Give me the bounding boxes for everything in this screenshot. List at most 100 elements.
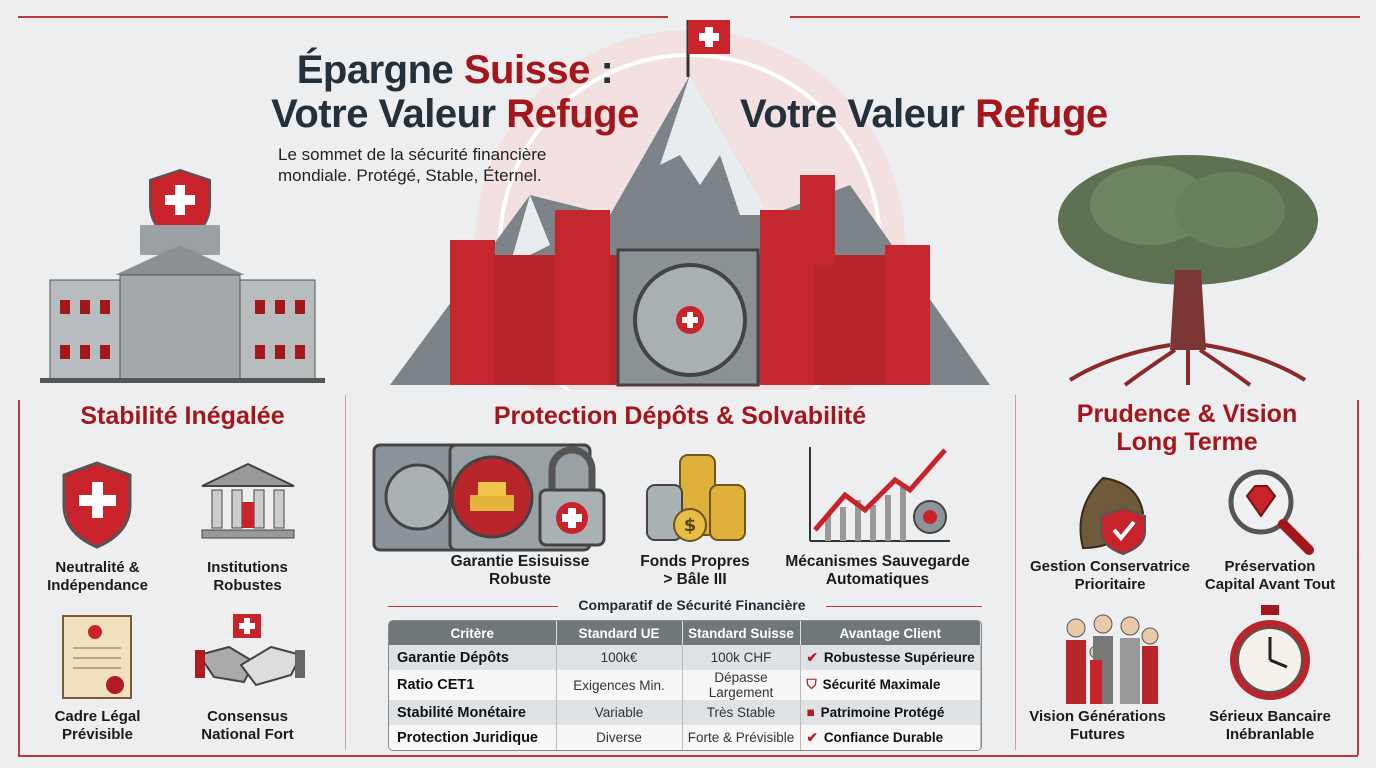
col-header: Standard Suisse <box>682 621 801 645</box>
cell: Garantie Dépôts <box>389 645 557 670</box>
cell: ⛉ Sécurité Maximale <box>800 670 981 700</box>
clock-icon <box>1230 605 1310 700</box>
item-label: Sérieux Bancaire <box>1209 708 1331 725</box>
item-own-funds: Fonds Propres> Bâle III <box>615 553 775 589</box>
frame-bottom <box>18 755 1358 757</box>
shield-cross-icon <box>62 461 132 549</box>
cell: Forte & Prévisible <box>682 725 801 750</box>
item-label: Indépendance <box>47 577 148 594</box>
cell: Variable <box>556 700 683 725</box>
cell-text: Robustesse Supérieure <box>823 649 975 665</box>
item-label: Mécanismes Sauvegarde <box>785 553 970 570</box>
item-label: Prioritaire <box>1074 576 1146 593</box>
col-header: Standard UE <box>556 621 683 645</box>
col-header: Avantage Client <box>800 621 981 645</box>
mountain-fortress-illustration <box>390 20 990 390</box>
oak-tree-illustration <box>1058 155 1318 387</box>
cell: Ratio CET1 <box>389 670 557 700</box>
cell-text: Patrimoine Protégé <box>820 705 945 720</box>
title-text: : <box>589 48 614 92</box>
title-text: Votre Valeur <box>271 92 507 136</box>
cell: Très Stable <box>682 700 801 725</box>
frame-top-left <box>18 16 668 18</box>
cell: ✔ Confiance Durable <box>800 725 981 750</box>
shield-check-icon: ⛉ <box>806 677 817 692</box>
cell-text: Confiance Durable <box>823 729 944 745</box>
table-title-line-left <box>388 606 558 607</box>
section-heading-stability: Stabilité Inégalée <box>80 402 285 430</box>
cell: Exigences Min. <box>556 670 683 700</box>
cell: Stabilité Monétaire <box>389 700 557 725</box>
svg-text:$: $ <box>684 515 697 536</box>
frame-top-right <box>790 16 1360 18</box>
lock-icon: ■ <box>806 705 815 720</box>
title-text: Épargne <box>296 48 464 92</box>
comparison-table: Critère Standard UE Standard Suisse Avan… <box>388 620 982 751</box>
scroll-icon <box>62 615 132 699</box>
heading-line: Long Terme <box>1116 428 1258 456</box>
item-label: Futures <box>1069 726 1125 743</box>
item-label: Robuste <box>489 571 551 588</box>
handshake-icon <box>195 614 305 687</box>
item-neutrality: Neutralité &Indépendance <box>25 559 170 595</box>
bank-building-icon <box>201 462 295 539</box>
table-title-line-right <box>826 606 982 607</box>
cell: 100k CHF <box>682 645 801 670</box>
check-icon: ✔ <box>806 729 818 745</box>
vault-icon <box>372 443 606 552</box>
item-label: Préservation <box>1224 558 1316 575</box>
cell: 100k€ <box>556 645 683 670</box>
col-header: Critère <box>389 621 557 645</box>
item-label: Vision Générations <box>1029 708 1166 725</box>
table-title: Comparatif de Sécurité Financière <box>578 597 806 613</box>
item-label: Automatiques <box>825 571 930 588</box>
frame-left <box>18 400 20 755</box>
cell: Dépasse Largement <box>682 670 801 700</box>
cell: ■ Patrimoine Protégé <box>800 700 981 725</box>
cell: Diverse <box>556 725 683 750</box>
item-label: Fonds Propres <box>640 553 750 570</box>
heading-line: Prudence & Vision <box>1076 400 1298 428</box>
subtitle-line: Le sommet de la sécurité financière <box>278 145 547 164</box>
item-label: Neutralité & <box>55 559 140 576</box>
item-label: Gestion Conservatrice <box>1029 558 1191 575</box>
divider-left <box>345 395 346 750</box>
item-label: Robustes <box>213 577 282 594</box>
page-title: Épargne Suisse : Votre Valeur Refuge <box>255 48 655 136</box>
federal-palace-illustration <box>40 168 325 383</box>
item-label: > Bâle III <box>663 571 727 588</box>
frame-right <box>1357 400 1359 755</box>
subtitle-line: mondiale. Protégé, Stable, Éternel. <box>278 166 542 185</box>
title-text: Votre Valeur <box>740 92 976 136</box>
item-label: Institutions <box>207 559 288 576</box>
check-icon: ✔ <box>806 649 818 665</box>
item-label: National Fort <box>201 726 294 743</box>
cell-text: Sécurité Maximale <box>822 677 941 692</box>
item-label: Garantie Esisuisse <box>450 553 590 570</box>
title-duplicate: Votre Valeur Refuge <box>740 92 1108 136</box>
table-header-row: Critère Standard UE Standard Suisse Avan… <box>389 621 981 645</box>
section-heading-protection: Protection Dépôts & Solvabilité <box>493 402 867 430</box>
cell: ✔ Robustesse Supérieure <box>800 645 981 670</box>
section-heading-prudence: Prudence & Vision Long Terme <box>1016 400 1358 456</box>
chart-up-icon <box>809 447 950 542</box>
item-label: Consensus <box>207 708 288 725</box>
magnifier-gem-icon <box>1228 469 1314 555</box>
item-label: Prévisible <box>62 726 133 743</box>
title-accent: Refuge <box>506 92 639 136</box>
subtitle: Le sommet de la sécurité financière mond… <box>278 144 546 186</box>
oak-leaf-icon <box>1079 476 1146 556</box>
